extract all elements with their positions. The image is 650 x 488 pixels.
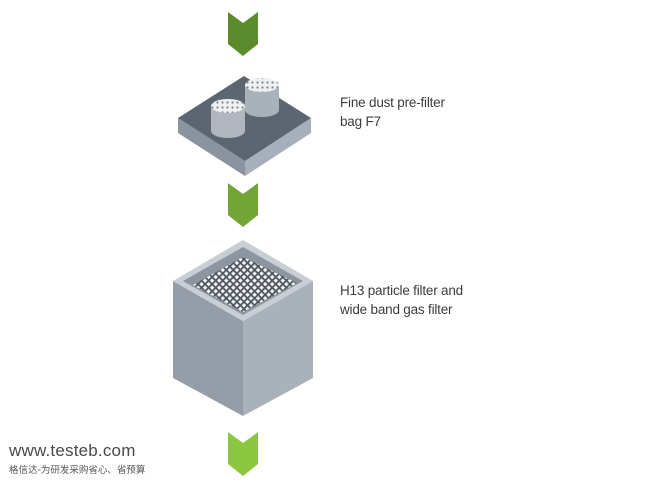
prefilter-plate-icon <box>178 76 311 176</box>
watermark-tagline: 格信达-为研发采购省心、省预算 <box>9 465 146 476</box>
h13-filter-label: H13 particle filter and wide band gas fi… <box>340 281 463 319</box>
prefilter-label: Fine dust pre-filter bag F7 <box>340 93 445 131</box>
watermark-url: www.testeb.com <box>9 441 136 460</box>
prefilter-label-line: Fine dust pre-filter <box>340 95 445 110</box>
h13-filter-label-line: H13 particle filter and <box>340 283 463 298</box>
h13-filter-label-line: wide band gas filter <box>340 302 453 317</box>
chevron-down-arrow-icon <box>228 432 258 476</box>
prefilter-label-line: bag F7 <box>340 114 381 129</box>
watermark: www.testeb.com 格信达-为研发采购省心、省预算 <box>9 441 145 476</box>
cube-filter-icon <box>173 240 313 416</box>
chevron-down-arrow-icon <box>228 12 258 56</box>
chevron-down-arrow-icon <box>228 183 258 227</box>
